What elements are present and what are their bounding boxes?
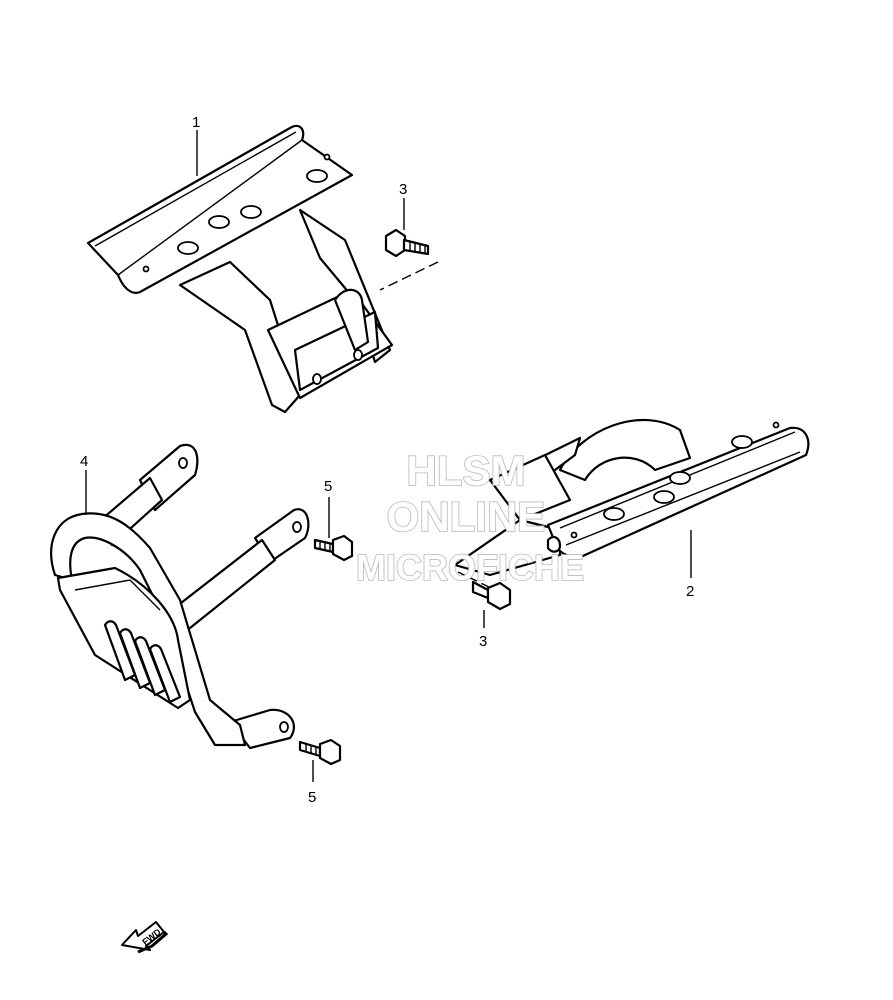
callout-4: 4: [80, 453, 88, 470]
part-5-bolt-lower[interactable]: 5: [298, 738, 342, 806]
callout-3-lower: 3: [479, 633, 487, 650]
watermark: HLSM ONLINE MICROFICHE: [355, 446, 585, 589]
watermark-line-2: ONLINE: [387, 493, 546, 540]
callout-2: 2: [686, 583, 694, 600]
callout-1: 1: [192, 114, 200, 131]
part-5-bolt-upper[interactable]: 5: [313, 478, 354, 562]
part-3-bolt-lower[interactable]: 3: [457, 571, 512, 650]
part-2-bracket[interactable]: 2: [453, 419, 810, 600]
part-4-front-guard[interactable]: 4: [50, 443, 310, 750]
callout-5-lower: 5: [308, 789, 316, 806]
callout-5-upper: 5: [324, 478, 332, 495]
part-3-bolt-upper[interactable]: 3: [379, 181, 439, 291]
watermark-line-1: HLSM: [407, 447, 526, 494]
fwd-arrow-icon: FWD: [121, 921, 169, 954]
watermark-line-3: MICROFICHE: [356, 547, 584, 588]
callout-3-upper: 3: [399, 181, 407, 198]
part-1-bracket[interactable]: 1: [86, 114, 394, 414]
